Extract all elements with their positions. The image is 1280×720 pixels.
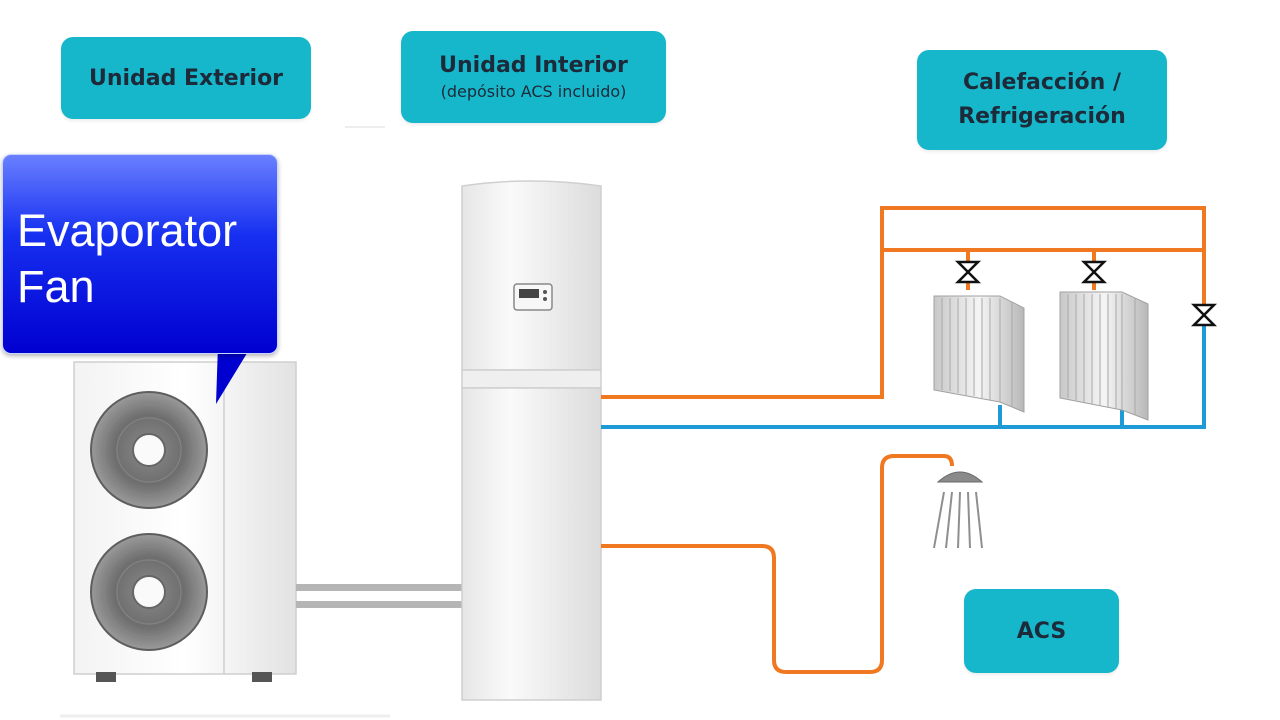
label-unidad-interior: Unidad Interior (depósito ACS incluido) [401, 31, 666, 123]
label-acs-text: ACS [1016, 618, 1067, 644]
valve-3 [1190, 303, 1218, 327]
valve-2 [1080, 260, 1108, 284]
label-calefaccion-line2: Refrigeración [958, 104, 1126, 129]
label-unidad-interior-title: Unidad Interior [439, 53, 628, 78]
callout-text: Evaporator Fan [17, 205, 238, 312]
outdoor-unit [73, 361, 297, 682]
indoor-unit [461, 180, 602, 701]
label-unidad-exterior-text: Unidad Exterior [88, 65, 284, 91]
label-unidad-exterior: Unidad Exterior [61, 37, 311, 119]
label-unidad-interior-subtitle: (depósito ACS incluido) [440, 82, 627, 101]
label-calefaccion-line1: Calefacción / [963, 70, 1121, 95]
radiator-1 [933, 295, 1025, 413]
callout-pointer [216, 345, 252, 404]
label-acs: ACS [964, 589, 1119, 673]
evaporator-fan-callout: Evaporator Fan [2, 154, 278, 354]
acs-hot-water-pipe [601, 454, 954, 674]
fan-top [90, 391, 208, 509]
valve-1 [954, 260, 982, 284]
radiator-2 [1059, 291, 1149, 421]
fan-bottom [90, 533, 208, 651]
refrigerant-lines [296, 584, 464, 608]
label-calefaccion-refrigeracion: Calefacción / Refrigeración [917, 50, 1167, 150]
shower-icon [933, 471, 984, 549]
